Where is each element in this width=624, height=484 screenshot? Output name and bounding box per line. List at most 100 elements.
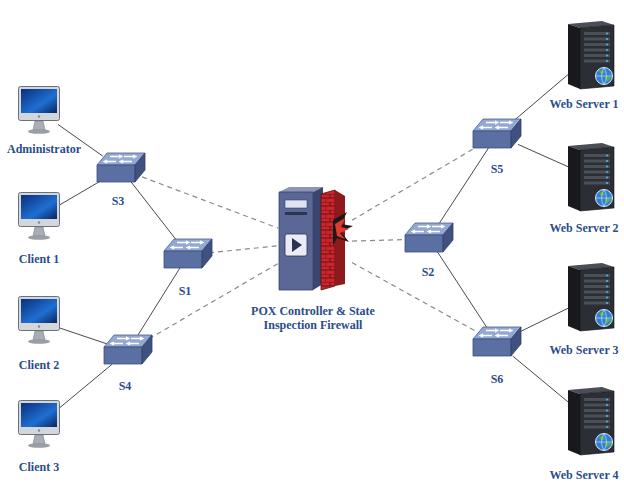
icon-shape [110, 155, 122, 158]
device-icon [472, 118, 522, 152]
status-led [606, 49, 608, 51]
device-icon [275, 186, 355, 298]
icon-shape [333, 212, 353, 246]
control-link [352, 240, 408, 241]
device-icon [18, 296, 60, 346]
status-led [606, 160, 608, 162]
device-icon [18, 86, 60, 136]
device-icon [18, 400, 60, 450]
device-label: Web Server 3 [549, 343, 618, 357]
icon-shape [596, 310, 613, 327]
drive-bay [584, 302, 610, 305]
drive-bay [584, 296, 610, 299]
icon-shape [19, 401, 60, 435]
icon-shape [18, 86, 60, 136]
icon-shape [292, 238, 302, 252]
icon-shape [500, 329, 512, 332]
drive-bay [584, 415, 610, 418]
status-led [606, 33, 608, 35]
drive-bay [584, 154, 610, 157]
web-server: Web Server 2 [566, 142, 616, 212]
icon-shape [33, 331, 45, 340]
icon-shape [566, 386, 616, 456]
status-led [606, 410, 608, 412]
icon-shape [405, 235, 443, 252]
icon-shape [599, 70, 611, 81]
icon-shape [480, 126, 492, 129]
status-led [606, 38, 608, 40]
device-label: POX Controller & State Inspection Firewa… [228, 304, 398, 332]
client-computer: Client 3 [18, 400, 60, 450]
status-led [606, 421, 608, 423]
icon-shape [335, 218, 349, 239]
icon-shape [596, 434, 613, 451]
device-label: Client 3 [19, 460, 59, 474]
status-led [606, 404, 608, 406]
control-link [352, 263, 476, 332]
icon-shape [19, 297, 60, 331]
icon-shape [21, 89, 57, 113]
icon-shape [163, 238, 213, 272]
icon-shape [18, 192, 60, 242]
icon-shape [511, 119, 521, 148]
icon-shape [584, 154, 610, 185]
icon-shape [486, 329, 498, 332]
icon-shape [127, 342, 139, 345]
device-icon [472, 326, 522, 360]
icon-shape [38, 325, 40, 327]
icon-shape [285, 200, 307, 208]
status-led [606, 182, 608, 184]
icon-shape [580, 147, 614, 211]
status-led [606, 155, 608, 157]
network-switch: S5 [472, 118, 522, 152]
device-icon [18, 192, 60, 242]
drive-bay [584, 54, 610, 57]
network-switch: S2 [404, 222, 454, 256]
icon-shape [568, 266, 580, 331]
status-led [606, 426, 608, 428]
drive-bay [584, 398, 610, 401]
icon-shape [21, 299, 57, 323]
icon-shape [566, 262, 616, 332]
icon-shape [566, 142, 616, 212]
device-icon [566, 386, 616, 456]
status-led [606, 275, 608, 277]
icon-shape [104, 160, 116, 163]
drive-bay [584, 176, 610, 179]
icon-shape [584, 398, 610, 429]
icon-shape [568, 24, 580, 89]
control-link [352, 147, 476, 220]
network-switch: S1 [163, 238, 213, 272]
device-icon [103, 334, 153, 368]
status-led [606, 297, 608, 299]
network-link [136, 268, 180, 338]
icon-shape [28, 339, 50, 344]
icon-shape [21, 195, 57, 219]
icon-shape [473, 131, 511, 148]
device-label: Web Server 1 [549, 97, 618, 111]
icon-shape [418, 225, 430, 228]
client-computer: Administrator [18, 86, 60, 136]
icon-shape [321, 190, 335, 290]
device-icon [566, 20, 616, 90]
icon-shape [285, 234, 307, 256]
drive-bay [584, 160, 610, 163]
icon-shape [104, 155, 136, 163]
drive-bay [584, 32, 610, 35]
device-icon [96, 152, 146, 186]
icon-shape [496, 126, 508, 129]
icon-shape [412, 230, 424, 233]
icon-shape [33, 121, 45, 130]
device-label: Web Server 2 [549, 221, 618, 235]
status-led [606, 399, 608, 401]
device-label: S2 [422, 265, 435, 279]
icon-shape [33, 227, 45, 236]
status-led [606, 291, 608, 293]
icon-shape [480, 121, 512, 129]
drive-bay [584, 171, 610, 174]
icon-shape [111, 342, 123, 345]
icon-shape [187, 246, 199, 249]
icon-shape [580, 25, 614, 89]
icon-shape [97, 165, 135, 182]
drive-bay [584, 43, 610, 46]
